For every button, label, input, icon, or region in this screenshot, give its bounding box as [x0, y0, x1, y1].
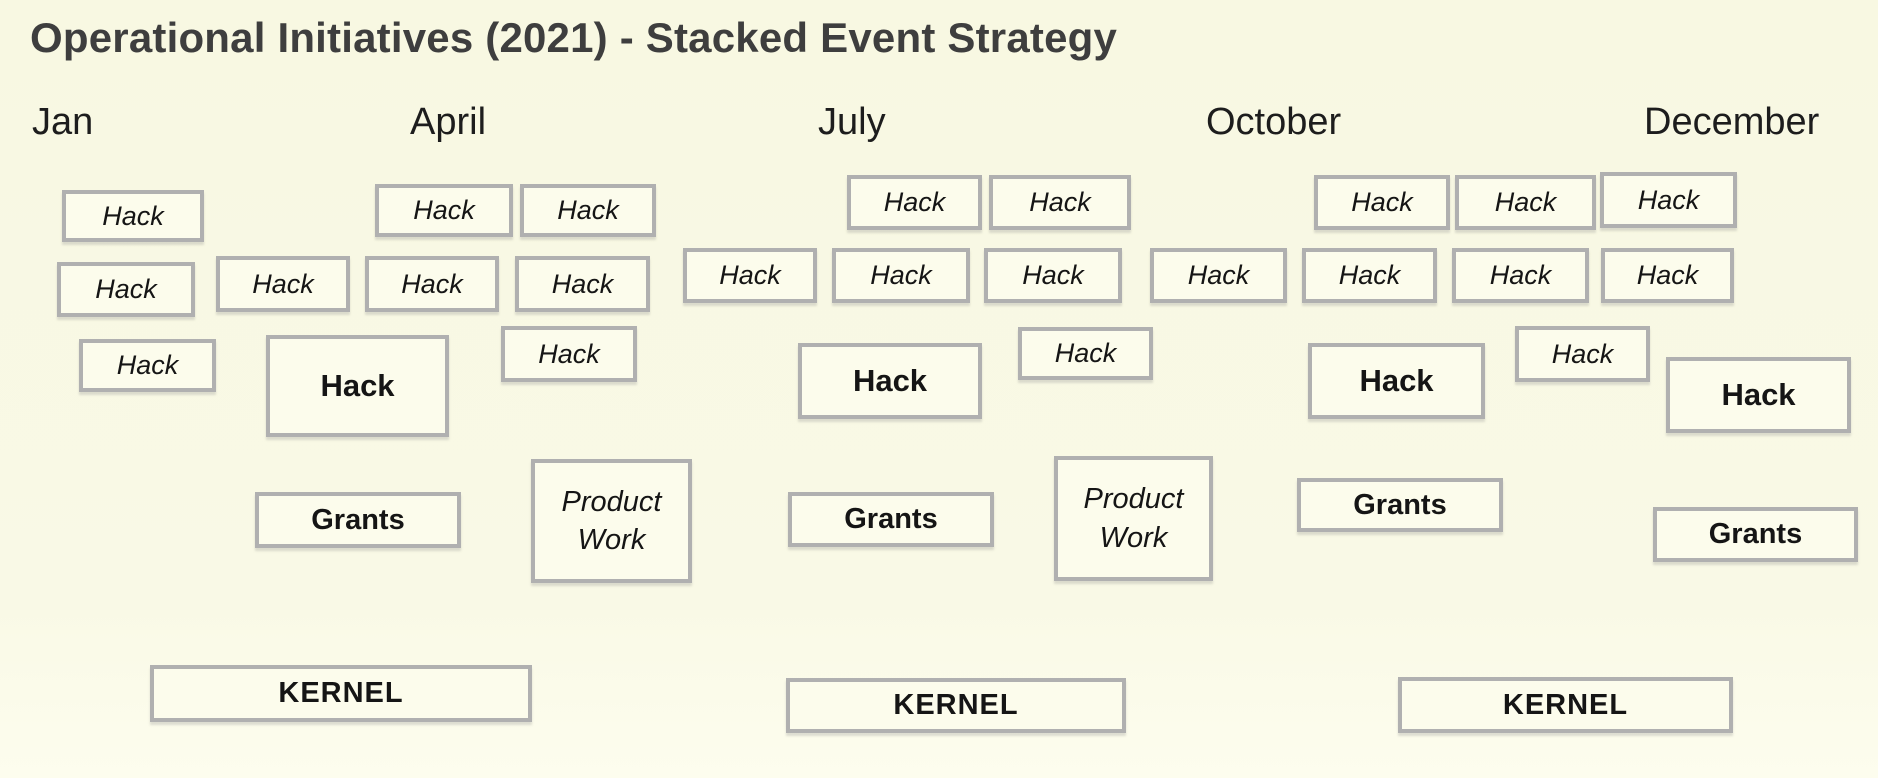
hack-box[interactable]: Hack [1150, 248, 1287, 303]
product-work-box[interactable]: Product Work [1054, 456, 1213, 581]
hack-box[interactable]: Hack [62, 190, 204, 242]
hack-box[interactable]: Hack [1314, 175, 1450, 230]
hack-box[interactable]: Hack [365, 256, 499, 312]
hack-box[interactable]: Hack [1308, 343, 1485, 419]
kernel-box[interactable]: KERNEL [1398, 677, 1733, 733]
grants-box[interactable]: Grants [255, 492, 461, 548]
hack-box[interactable]: Hack [984, 248, 1122, 303]
kernel-box[interactable]: KERNEL [150, 665, 532, 722]
grants-box[interactable]: Grants [1653, 507, 1858, 562]
hack-box[interactable]: Hack [57, 262, 195, 317]
hack-box[interactable]: Hack [1666, 357, 1851, 433]
product-work-box[interactable]: Product Work [531, 459, 692, 583]
hack-box[interactable]: Hack [79, 339, 216, 392]
grants-box[interactable]: Grants [788, 492, 994, 547]
month-label: July [818, 101, 886, 143]
hack-box[interactable]: Hack [832, 248, 970, 303]
month-label: April [410, 101, 487, 143]
hack-box[interactable]: Hack [1600, 172, 1737, 228]
hack-box[interactable]: Hack [520, 184, 656, 237]
hack-box[interactable]: Hack [847, 175, 982, 230]
month-label: October [1206, 101, 1342, 143]
hack-box[interactable]: Hack [1018, 327, 1153, 380]
hack-box[interactable]: Hack [515, 256, 650, 312]
hack-box[interactable]: Hack [683, 248, 817, 303]
hack-box[interactable]: Hack [1455, 175, 1596, 230]
page-title: Operational Initiatives (2021) - Stacked… [30, 14, 1118, 61]
hack-box[interactable]: Hack [375, 184, 513, 237]
hack-box[interactable]: Hack [798, 343, 982, 419]
hack-box[interactable]: Hack [266, 335, 449, 437]
hack-box[interactable]: Hack [1452, 248, 1589, 303]
hack-box[interactable]: Hack [1601, 248, 1734, 303]
grants-box[interactable]: Grants [1297, 478, 1503, 532]
month-label: December [1644, 101, 1820, 143]
hack-box[interactable]: Hack [1515, 326, 1650, 382]
hack-box[interactable]: Hack [501, 326, 637, 382]
hack-box[interactable]: Hack [989, 175, 1131, 230]
hack-box[interactable]: Hack [1302, 248, 1437, 303]
month-label: Jan [32, 101, 94, 143]
hack-box[interactable]: Hack [216, 256, 350, 312]
kernel-box[interactable]: KERNEL [786, 678, 1126, 733]
